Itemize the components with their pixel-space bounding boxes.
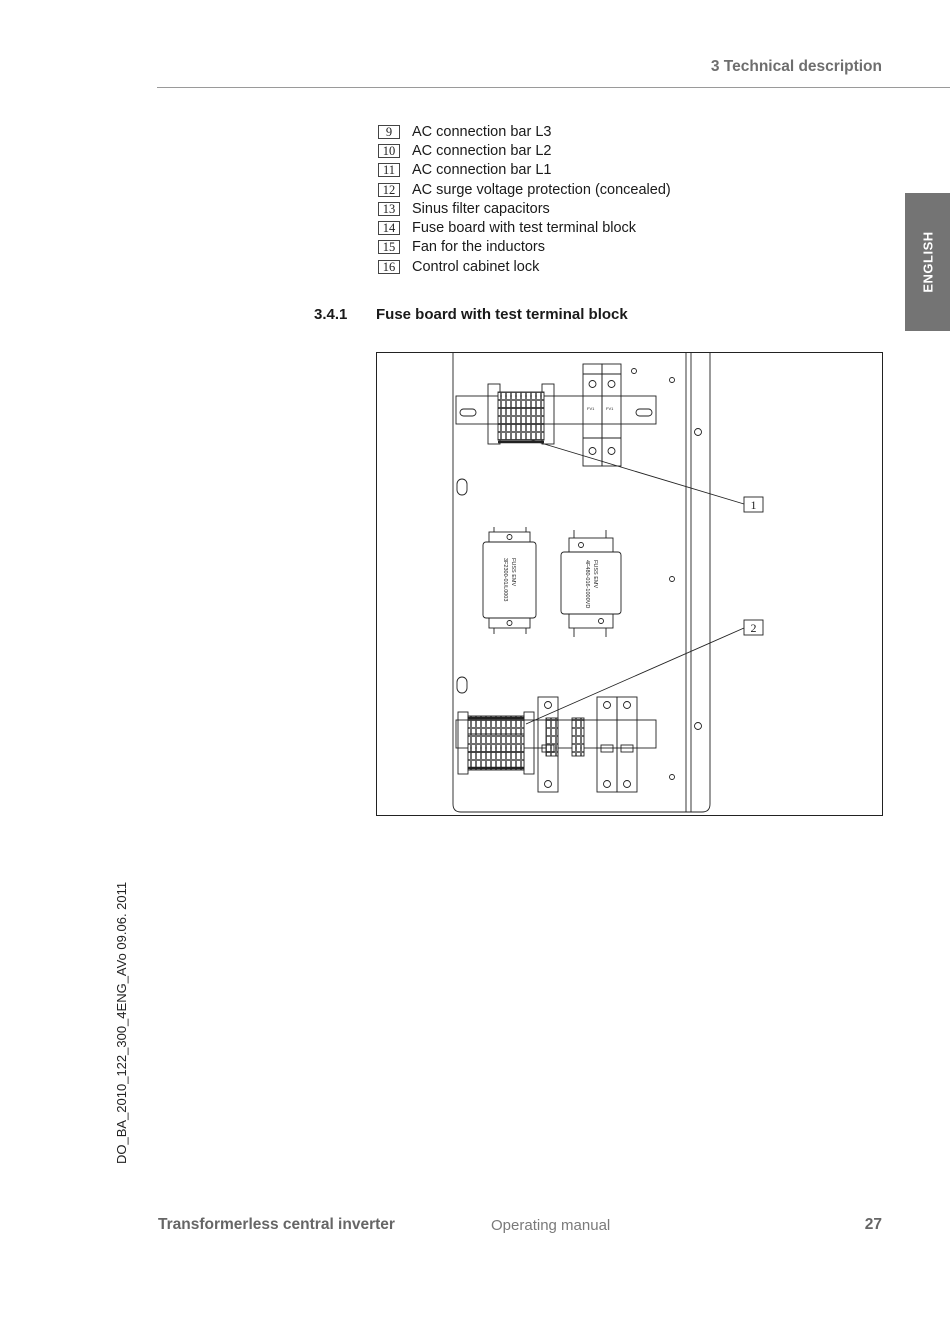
callout-number: 1 [751,498,757,512]
legend-number: 10 [378,143,400,158]
component-legend: 9 AC connection bar L3 10 AC connection ba… [378,122,671,276]
legend-label: Fuse board with test terminal block [412,220,637,237]
bottom-fuse-holders-right [596,696,638,793]
legend-item: 10 AC connection bar L2 [378,141,671,160]
legend-item: 9 AC connection bar L3 [378,122,671,141]
emv-filter-right [560,530,622,637]
plate-hole [631,368,637,374]
plate-slot [456,676,468,694]
plate-hole [669,774,675,780]
language-tab[interactable]: ENGLISH [905,193,950,331]
emv-filter-left [482,527,537,634]
legend-item: 12 AC surge voltage protection (concealed… [378,180,671,199]
legend-number: 15 [378,240,400,255]
legend-item: 15 Fan for the inductors [378,238,671,257]
top-terminal-block [487,383,555,445]
legend-number: 13 [378,201,400,216]
document-reference: DO_BA_2010_122_300_4ENG_AVo 09.06. 2011 [114,881,129,1164]
plate-hole [669,576,675,582]
fuse-holder-mark: FV1 [606,406,614,411]
plate-slot [456,478,468,496]
running-header-title: 3 Technical description [710,58,882,75]
legend-number: 12 [378,182,400,197]
figure-frame [376,352,883,816]
footer-subtitle: Operating manual [491,1217,611,1234]
language-tab-label: ENGLISH [920,231,935,293]
legend-item: 14 Fuse board with test terminal block [378,218,671,237]
filter-label: 3F2300-01/L0003 [502,558,508,601]
legend-number: 11 [378,163,400,178]
legend-label: Control cabinet lock [412,258,540,275]
fuse-board-figure: FV1 FV1 [376,352,883,816]
legend-label: Sinus filter capacitors [412,200,550,217]
callout-box [743,619,764,636]
filter-label: FUSS EMV [510,558,516,586]
plate-hole [694,722,702,730]
header-divider [157,87,950,88]
filter-label: 4F480-016-1000VD [584,560,590,608]
plate-hole [694,428,702,436]
mounting-plate [452,352,711,813]
top-din-rail [455,395,657,425]
bottom-fuse-holder-left [537,696,559,793]
legend-item: 13 Sinus filter capacitors [378,199,671,218]
legend-number: 14 [378,221,400,236]
section-number: 3.4.1 [314,306,348,323]
page-number: 27 [864,1216,882,1233]
fuse-holder-mark: FV1 [587,406,595,411]
legend-label: AC connection bar L2 [412,142,552,159]
bottom-terminal-block [457,711,585,775]
legend-label: Fan for the inductors [412,239,545,256]
callout-number: 2 [751,621,757,635]
legend-item: 16 Control cabinet lock [378,257,671,276]
top-fuse-holders [582,363,622,467]
legend-label: AC surge voltage protection (concealed) [412,181,671,198]
footer-title: Transformerless central inverter [158,1216,395,1233]
section-title: Fuse board with test terminal block [376,306,628,323]
callout-box [743,496,764,513]
legend-item: 11 AC connection bar L1 [378,161,671,180]
legend-label: AC connection bar L1 [412,162,552,179]
callout-leader [530,439,745,505]
legend-number: 16 [378,259,400,274]
legend-label: AC connection bar L3 [412,123,552,140]
filter-label: FUSS EMV [592,560,598,588]
callout-leader [525,627,745,725]
plate-hole [669,377,675,383]
legend-number: 9 [378,124,400,139]
